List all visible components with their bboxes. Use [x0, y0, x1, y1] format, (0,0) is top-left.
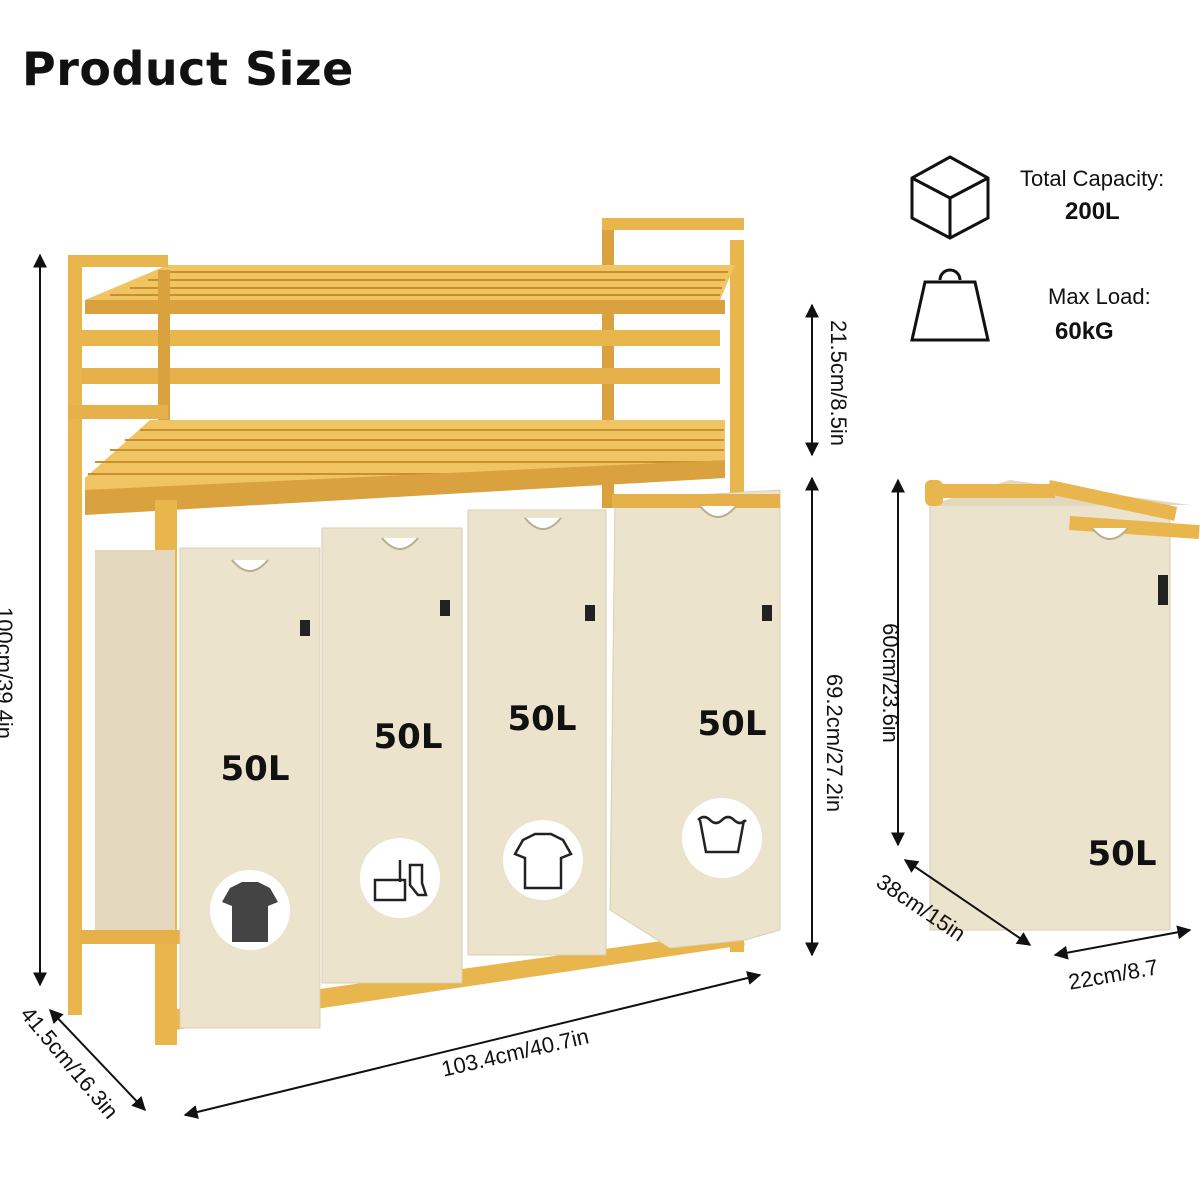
wash-30-icon [697, 815, 747, 854]
load-value: 60kG [1055, 318, 1114, 345]
dimension-lines [33, 253, 1192, 1119]
dark-tshirt-icon [222, 882, 278, 942]
single-bag-capacity: 50L [1088, 834, 1157, 874]
bag-4-capacity: 50L [698, 704, 767, 744]
page-title: Product Size [22, 42, 354, 96]
single-bag [925, 480, 1200, 931]
bag-2 [321, 527, 463, 984]
bag-1 [95, 547, 321, 1029]
bag-3-capacity: 50L [508, 699, 577, 739]
shelf-gap-label: 21.5cm/8.5in [825, 320, 851, 446]
total-height-label: 100cm/39.4in [0, 606, 18, 740]
load-label: Max Load: [1048, 284, 1151, 309]
bag-height-label: 60cm/23.6in [877, 623, 903, 743]
bag-2-capacity: 50L [374, 717, 443, 757]
capacity-value: 200L [1065, 198, 1120, 225]
underwear-socks-icon [373, 860, 428, 902]
weight-icon [910, 268, 990, 342]
capacity-label: Total Capacity: [1020, 166, 1165, 191]
bag-4 [609, 489, 781, 949]
lower-height-label: 69.2cm/27.2in [822, 673, 848, 813]
bag-1-capacity: 50L [221, 749, 290, 789]
white-tshirt-icon [513, 832, 573, 890]
cube-icon [910, 155, 990, 240]
bag-3 [467, 509, 607, 956]
